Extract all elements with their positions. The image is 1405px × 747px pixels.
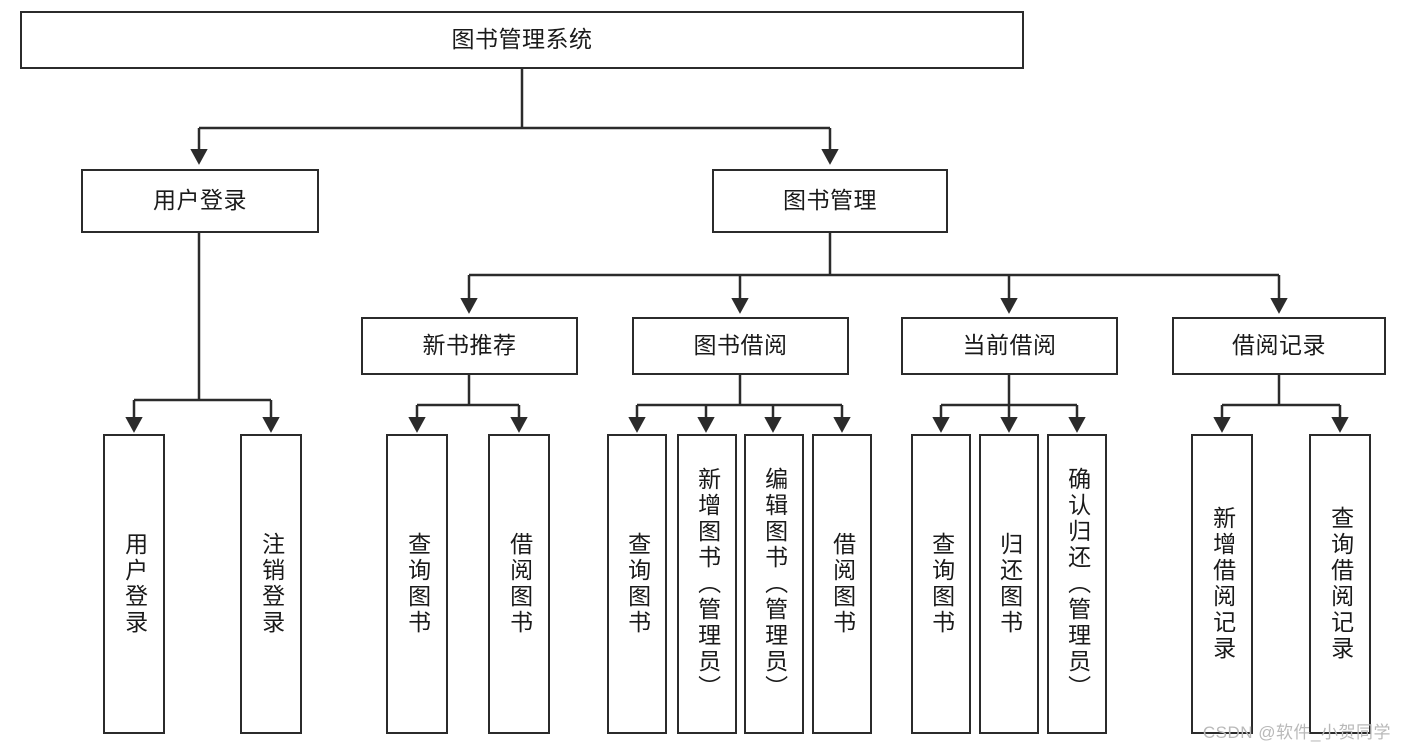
leaf-borrow-edit-book-admin-label: 编辑图书（管理员） xyxy=(761,467,788,701)
leaf-borrow-borrow-book-label: 借阅图书 xyxy=(829,532,856,636)
leaf-new-book-query[interactable]: 查询图书 xyxy=(386,434,448,734)
leaf-user-login-signin[interactable]: 用户登录 xyxy=(103,434,165,734)
node-book-management[interactable]: 图书管理 xyxy=(712,169,948,233)
leaf-borrow-edit-book-admin[interactable]: 编辑图书（管理员） xyxy=(744,434,804,734)
node-user-login[interactable]: 用户登录 xyxy=(81,169,319,233)
leaf-borrow-query-book[interactable]: 查询图书 xyxy=(607,434,667,734)
leaf-current-return-book[interactable]: 归还图书 xyxy=(979,434,1039,734)
node-book-management-label: 图书管理 xyxy=(783,187,877,214)
leaf-borrow-query-book-label: 查询图书 xyxy=(624,532,651,636)
leaf-record-add-record-label: 新增借阅记录 xyxy=(1209,506,1236,662)
leaf-user-login-signout-label: 注销登录 xyxy=(258,532,285,636)
node-new-book-recommend-label: 新书推荐 xyxy=(422,332,517,359)
leaf-new-book-borrow[interactable]: 借阅图书 xyxy=(488,434,550,734)
leaf-current-query-book[interactable]: 查询图书 xyxy=(911,434,971,734)
leaf-borrow-add-book-admin-label: 新增图书（管理员） xyxy=(694,467,721,701)
node-root-label: 图书管理系统 xyxy=(451,26,593,53)
node-user-login-label: 用户登录 xyxy=(153,187,247,214)
leaf-new-book-borrow-label: 借阅图书 xyxy=(506,532,533,636)
leaf-user-login-signout[interactable]: 注销登录 xyxy=(240,434,302,734)
leaf-borrow-add-book-admin[interactable]: 新增图书（管理员） xyxy=(677,434,737,734)
node-current-borrow-label: 当前借阅 xyxy=(962,332,1057,359)
node-borrow-record-label: 借阅记录 xyxy=(1232,332,1326,359)
leaf-current-query-book-label: 查询图书 xyxy=(928,532,955,636)
node-new-book-recommend[interactable]: 新书推荐 xyxy=(361,317,578,375)
watermark: CSDN @软件_小贺同学 xyxy=(1202,723,1391,742)
leaf-record-add-record[interactable]: 新增借阅记录 xyxy=(1191,434,1253,734)
leaf-record-query-record[interactable]: 查询借阅记录 xyxy=(1309,434,1371,734)
leaf-borrow-borrow-book[interactable]: 借阅图书 xyxy=(812,434,872,734)
node-book-borrow-label: 图书借阅 xyxy=(693,332,788,359)
leaf-record-query-record-label: 查询借阅记录 xyxy=(1327,506,1354,662)
leaf-current-return-book-label: 归还图书 xyxy=(996,532,1023,636)
leaf-current-confirm-return-admin[interactable]: 确认归还（管理员） xyxy=(1047,434,1107,734)
node-root[interactable]: 图书管理系统 xyxy=(20,11,1024,69)
leaf-current-confirm-return-admin-label: 确认归还（管理员） xyxy=(1064,467,1091,701)
leaf-new-book-query-label: 查询图书 xyxy=(404,532,431,636)
node-borrow-record[interactable]: 借阅记录 xyxy=(1172,317,1386,375)
leaf-user-login-signin-label: 用户登录 xyxy=(121,532,148,636)
node-current-borrow[interactable]: 当前借阅 xyxy=(901,317,1118,375)
node-book-borrow[interactable]: 图书借阅 xyxy=(632,317,849,375)
